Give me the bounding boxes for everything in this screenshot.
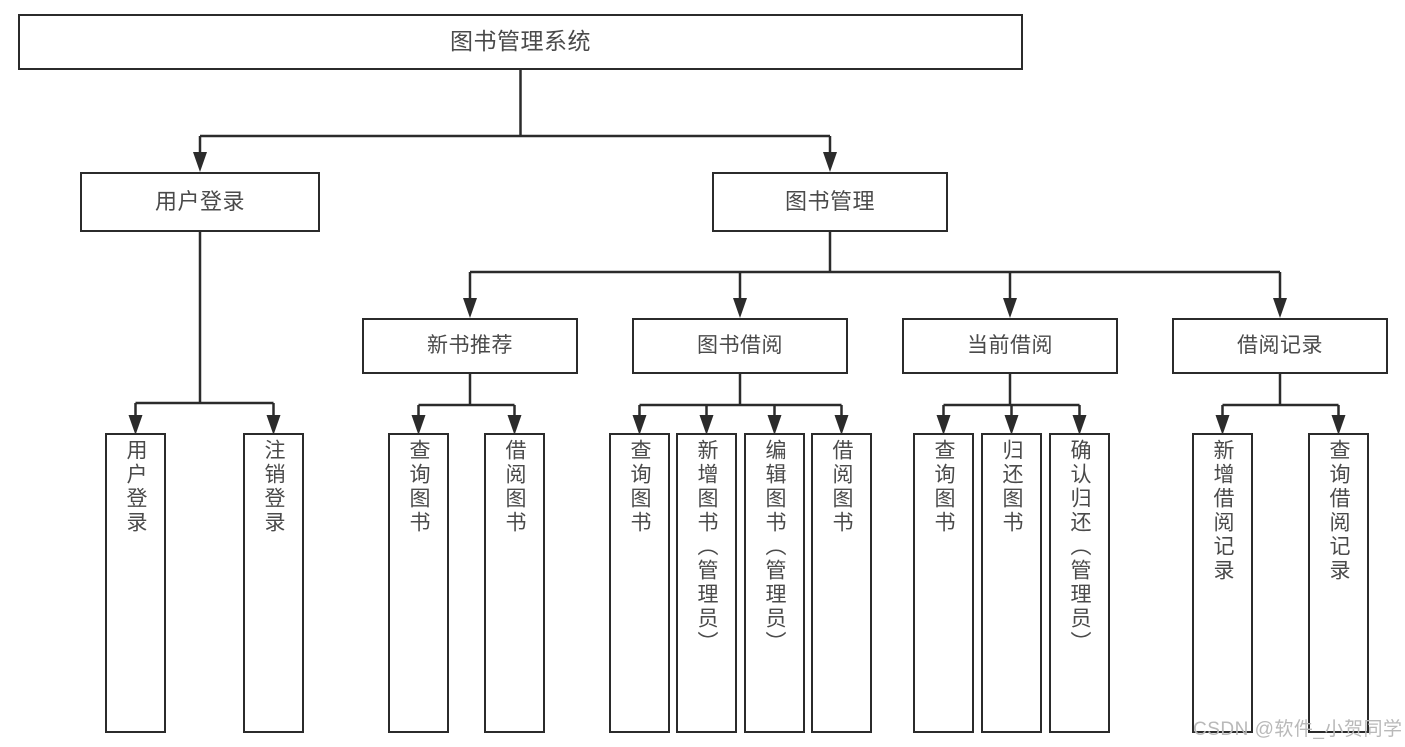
node-label: 新增借阅记录 xyxy=(1211,439,1234,583)
node-label: 查询图书 xyxy=(628,439,651,535)
node-current-borrow[interactable]: 当前借阅 xyxy=(902,318,1118,374)
node-label: 新书推荐 xyxy=(427,334,513,358)
node-label: 借阅图书 xyxy=(503,439,526,535)
node-label: 借阅图书 xyxy=(830,439,853,535)
node-label: 图书管理系统 xyxy=(450,28,591,55)
node-label: 查询图书 xyxy=(407,439,430,535)
node-user-login[interactable]: 用户登录 xyxy=(80,172,320,232)
node-leaf-query-book-current[interactable]: 查询图书 xyxy=(913,433,974,733)
node-leaf-edit-book-admin[interactable]: 编辑图书（管理员） xyxy=(744,433,805,733)
node-leaf-return-book[interactable]: 归还图书 xyxy=(981,433,1042,733)
node-label: 确认归还（管理员） xyxy=(1068,439,1091,655)
node-label: 当前借阅 xyxy=(967,334,1053,358)
node-label: 图书管理 xyxy=(784,188,875,214)
node-book-borrow[interactable]: 图书借阅 xyxy=(632,318,848,374)
node-book-manage[interactable]: 图书管理 xyxy=(712,172,948,232)
node-label: 新增图书（管理员） xyxy=(695,439,718,655)
node-label: 用户登录 xyxy=(154,188,245,214)
node-label: 归还图书 xyxy=(1000,439,1023,535)
node-leaf-user-login[interactable]: 用户登录 xyxy=(105,433,166,733)
node-leaf-add-book-admin[interactable]: 新增图书（管理员） xyxy=(676,433,737,733)
node-leaf-query-book-recommend[interactable]: 查询图书 xyxy=(388,433,449,733)
node-borrow-record[interactable]: 借阅记录 xyxy=(1172,318,1388,374)
node-label: 查询图书 xyxy=(932,439,955,535)
node-leaf-borrow-book-recommend[interactable]: 借阅图书 xyxy=(484,433,545,733)
node-leaf-user-logout[interactable]: 注销登录 xyxy=(243,433,304,733)
node-label: 注销登录 xyxy=(262,439,285,535)
watermark-text: CSDN @软件_小贺同学 xyxy=(1193,719,1403,740)
node-label: 借阅记录 xyxy=(1237,334,1323,358)
node-leaf-borrow-book[interactable]: 借阅图书 xyxy=(811,433,872,733)
node-label: 查询借阅记录 xyxy=(1327,439,1350,583)
node-leaf-confirm-return-admin[interactable]: 确认归还（管理员） xyxy=(1049,433,1110,733)
node-leaf-query-borrow-record[interactable]: 查询借阅记录 xyxy=(1308,433,1369,733)
node-new-book-recommend[interactable]: 新书推荐 xyxy=(362,318,578,374)
node-leaf-add-borrow-record[interactable]: 新增借阅记录 xyxy=(1192,433,1253,733)
node-root-system[interactable]: 图书管理系统 xyxy=(18,14,1023,70)
node-label: 用户登录 xyxy=(124,439,147,535)
node-leaf-query-book-borrow[interactable]: 查询图书 xyxy=(609,433,670,733)
node-label: 图书借阅 xyxy=(697,334,783,358)
node-label: 编辑图书（管理员） xyxy=(763,439,786,655)
